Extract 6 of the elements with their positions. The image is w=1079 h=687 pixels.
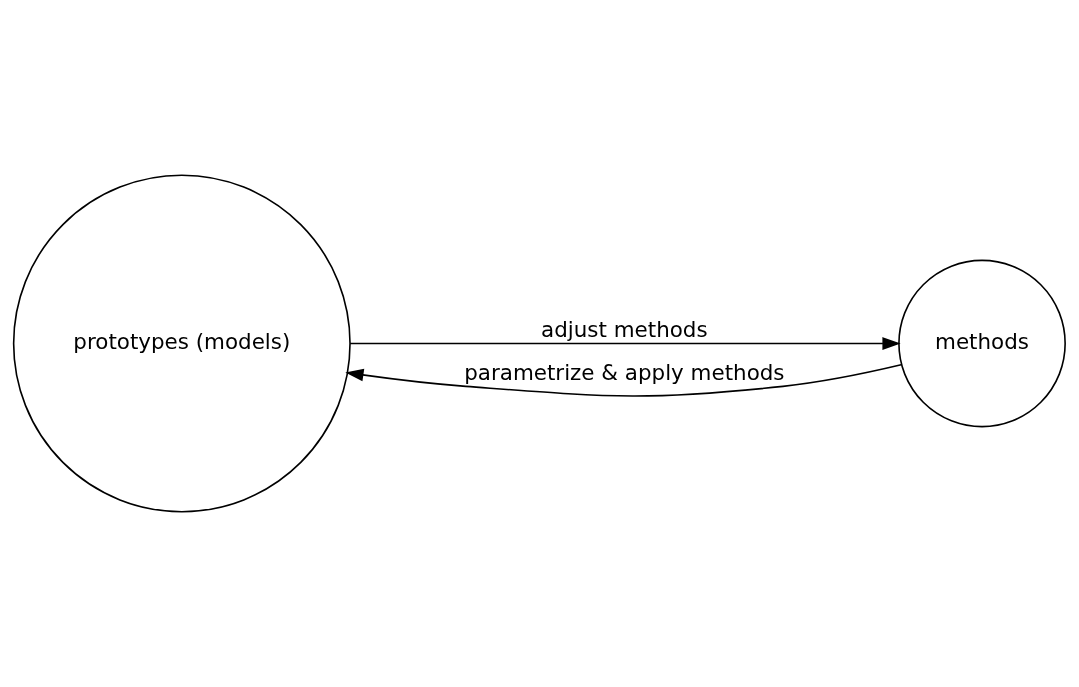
edge-label: parametrize & apply methods <box>464 359 785 385</box>
arrow <box>345 364 902 397</box>
node-circle: methods <box>898 259 1066 428</box>
arrow <box>349 337 901 350</box>
node-circle: prototypes (models) <box>12 174 351 513</box>
edge-label: adjust methods <box>541 317 708 343</box>
